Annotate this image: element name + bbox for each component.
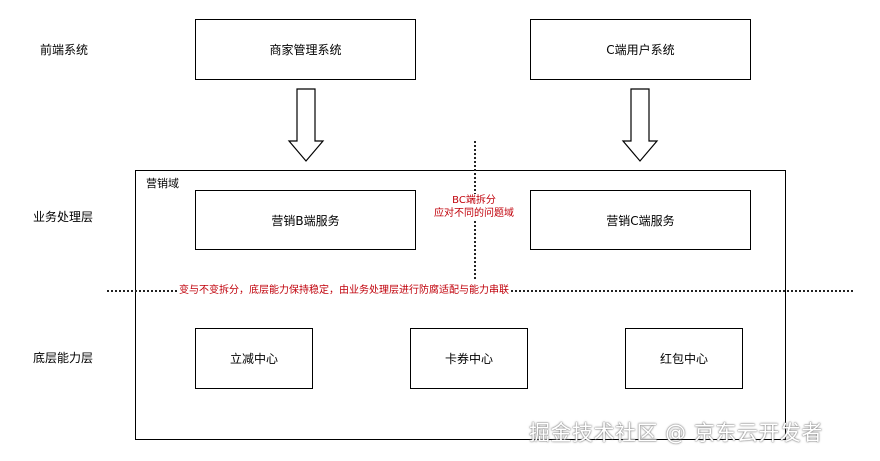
layer-label-business: 业务处理层 [33, 210, 94, 224]
coupon-center-box: 卡券中心 [410, 328, 528, 389]
discount-center-label: 立减中心 [229, 352, 278, 366]
merchant-system-box: 商家管理系统 [195, 19, 416, 80]
layer-split-note: 变与不变拆分，底层能力保持稳定，由业务处理层进行防腐适配与能力串联 [177, 284, 511, 297]
layer-label-frontend: 前端系统 [40, 43, 89, 57]
c-user-system-box: C端用户系统 [530, 19, 751, 80]
marketing-domain-container [135, 170, 786, 440]
bc-split-note-line1: BC端拆分 [452, 195, 496, 206]
red-packet-center-label: 红包中心 [659, 352, 708, 366]
marketing-domain-title: 营销域 [146, 177, 179, 190]
layer-label-base: 底层能力层 [33, 351, 94, 365]
marketing-b-service-box: 营销B端服务 [195, 190, 416, 250]
red-packet-center-box: 红包中心 [625, 328, 743, 389]
marketing-c-service-box: 营销C端服务 [530, 190, 751, 250]
marketing-c-service-label: 营销C端服务 [606, 213, 675, 228]
coupon-center-label: 卡券中心 [444, 352, 493, 366]
discount-center-box: 立减中心 [195, 328, 313, 389]
bc-split-note-line2: 应对不同的问题域 [434, 208, 514, 219]
marketing-b-service-label: 营销B端服务 [271, 213, 340, 228]
watermark: 掘金技术社区 @ 京东云开发者 [529, 421, 823, 445]
c-user-system-label: C端用户系统 [606, 43, 675, 57]
down-arrow-icon [621, 88, 659, 162]
bc-split-note: BC端拆分 应对不同的问题域 [424, 194, 524, 220]
down-arrow-icon [287, 88, 325, 162]
merchant-system-label: 商家管理系统 [269, 43, 342, 57]
